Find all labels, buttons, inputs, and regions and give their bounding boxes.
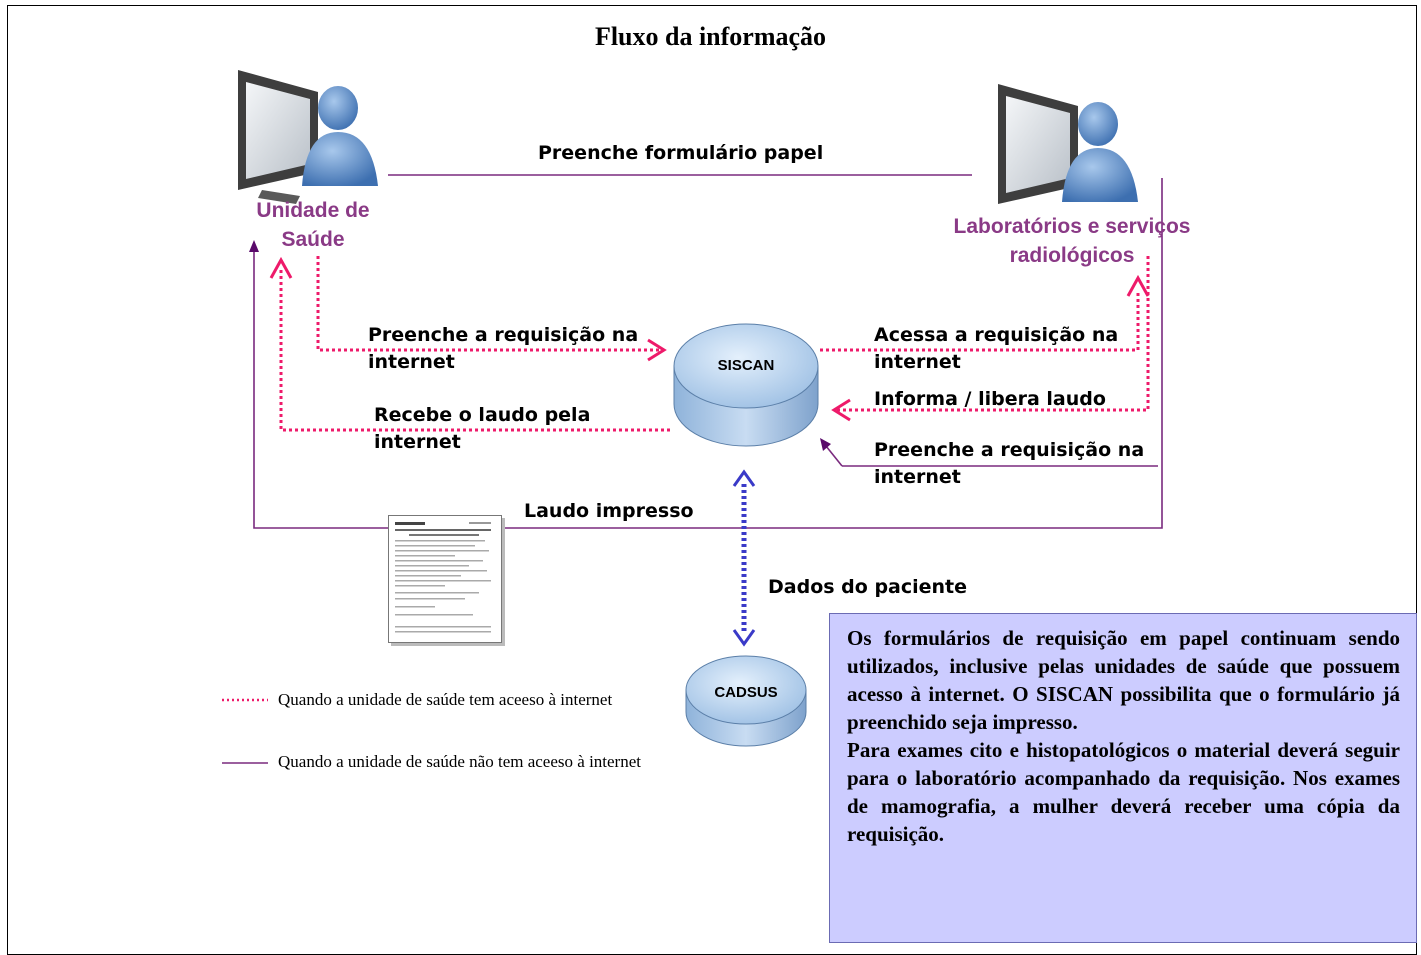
note-paragraph-2: Para exames cito e histopatológicos o ma… bbox=[847, 738, 1400, 846]
line-release-report bbox=[836, 256, 1150, 412]
flow-label-fill-request-left: Preenche a requisição na internet bbox=[368, 324, 639, 373]
dotted-flows bbox=[279, 256, 1150, 432]
flow-label-patient-data: Dados do paciente bbox=[768, 576, 968, 598]
flow-label-receive-report: Recebe o laudo pela internet bbox=[374, 404, 591, 453]
computer-user-icon-right bbox=[998, 84, 1138, 204]
printed-report-thumbnail bbox=[388, 515, 502, 643]
note-paragraph-1: Os formulários de requisição em papel co… bbox=[847, 626, 1400, 734]
flow-label-access-request: Acessa a requisição na internet bbox=[874, 324, 1119, 373]
flow-label-paper-form: Preenche formulário papel bbox=[538, 142, 824, 164]
line-printed-report bbox=[253, 178, 1163, 529]
node-label-laboratorios: Laboratórios e serviços radiológicos bbox=[953, 215, 1191, 267]
legend-dotted-text: Quando a unidade de saúde tem aceeso à i… bbox=[278, 690, 613, 709]
arrow-head-icon bbox=[820, 438, 831, 451]
line-access-request bbox=[820, 290, 1140, 352]
dotted-arrow-heads bbox=[269, 256, 1150, 422]
patient-data-link bbox=[732, 469, 756, 647]
solid-flows bbox=[253, 174, 1163, 529]
computer-user-icon-left bbox=[238, 70, 378, 204]
flow-label-fill-request-right: Preenche a requisição na internet bbox=[874, 439, 1145, 488]
node-label-unidade-saude: Unidade de Saúde bbox=[256, 199, 370, 251]
cadsus-label: CADSUS bbox=[714, 684, 778, 701]
flow-label-printed-report: Laudo impresso bbox=[524, 500, 694, 522]
siscan-database-icon bbox=[673, 323, 819, 447]
cadsus-database-icon bbox=[685, 655, 807, 747]
line-fill-request-left bbox=[316, 256, 662, 352]
document-icon bbox=[395, 522, 491, 633]
page-title: Fluxo da informação bbox=[594, 22, 827, 51]
arrow-head-icon bbox=[249, 240, 259, 252]
legend-solid-text: Quando a unidade de saúde não tem aceeso… bbox=[278, 752, 641, 771]
flow-label-release-report: Informa / libera laudo bbox=[874, 388, 1106, 410]
info-note-box: Os formulários de requisição em papel co… bbox=[829, 613, 1417, 943]
siscan-label: SISCAN bbox=[717, 357, 775, 374]
